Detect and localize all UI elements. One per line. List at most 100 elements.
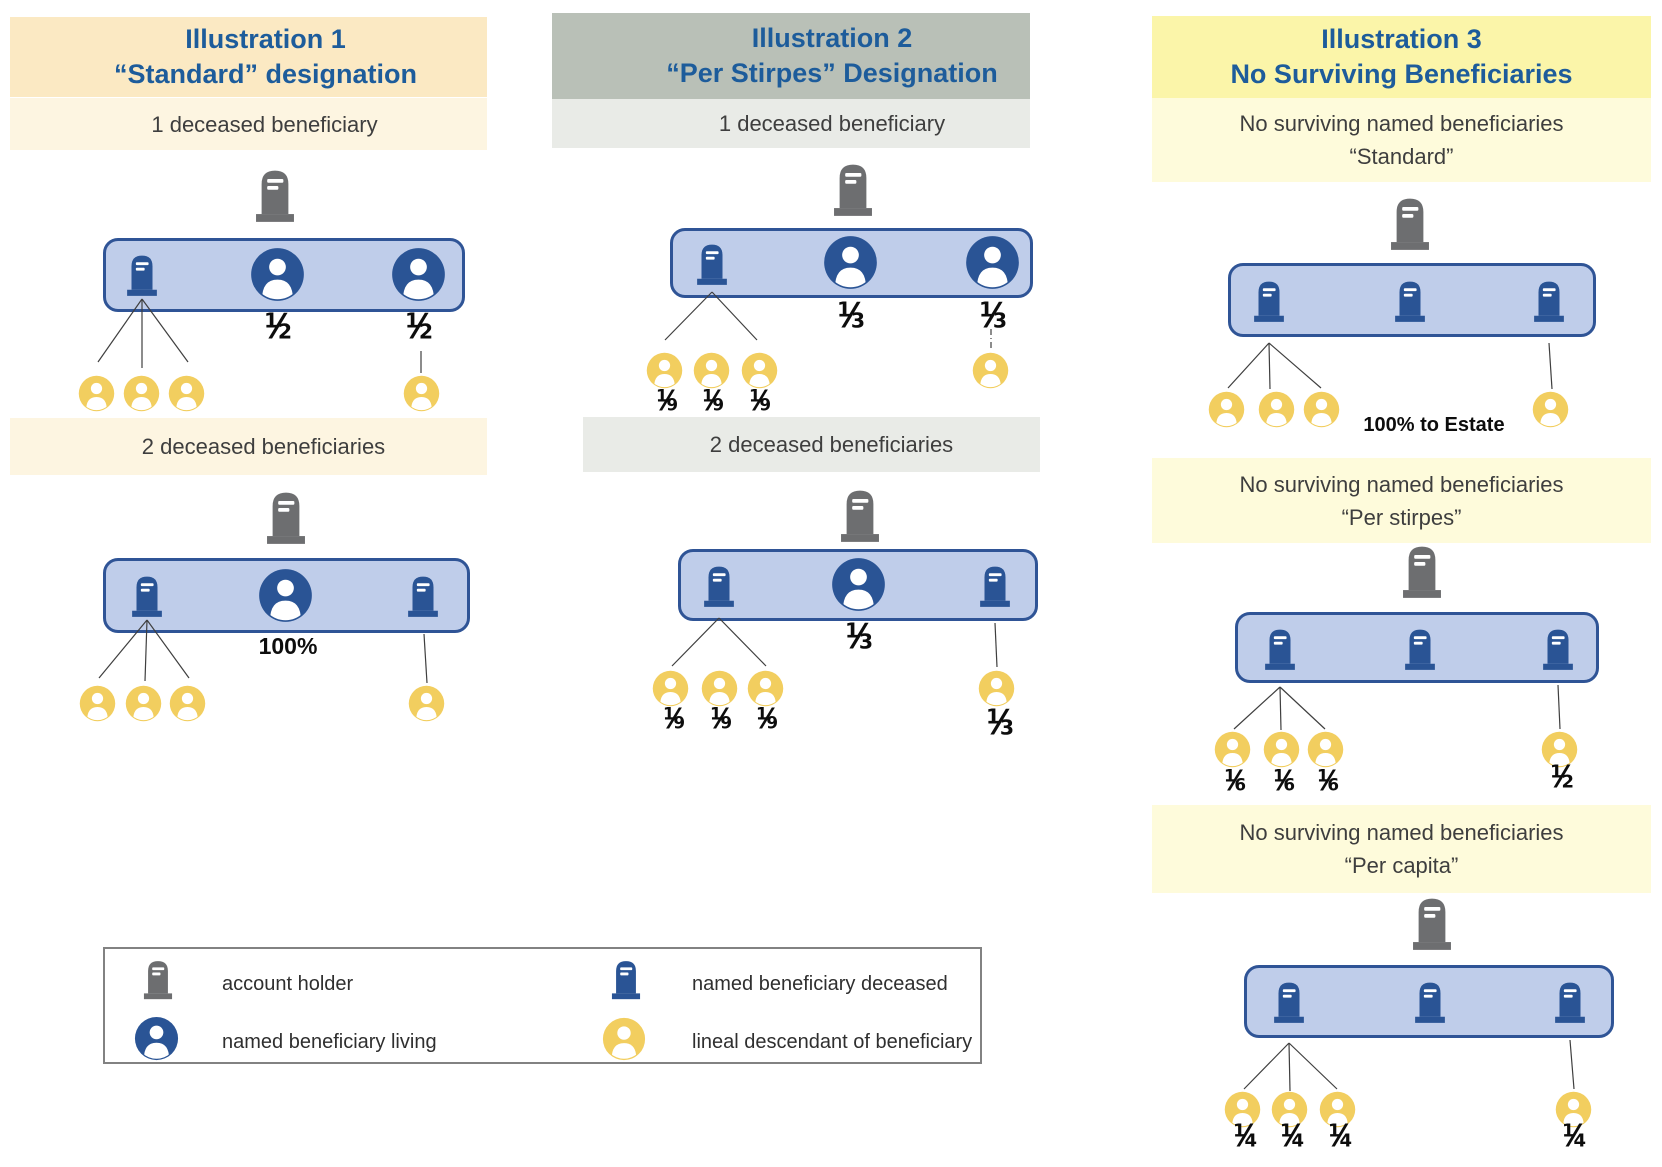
illustration1-title-line1: Illustration 1 bbox=[185, 24, 346, 54]
share-fraction: 1⁄6 bbox=[1223, 764, 1247, 797]
account-holder-icon bbox=[833, 485, 887, 543]
descendant-icon bbox=[1258, 391, 1295, 428]
share-fraction: 1⁄9 bbox=[701, 384, 725, 417]
deceased-beneficiary-icon bbox=[1259, 625, 1301, 671]
deceased-beneficiary-icon bbox=[691, 240, 733, 286]
band-label: “Per capita” bbox=[1344, 853, 1459, 878]
deceased-beneficiary-icon bbox=[1268, 978, 1310, 1024]
living-beneficiary-icon bbox=[391, 247, 446, 302]
descendant-icon bbox=[403, 375, 440, 412]
illustration3-title-line2: No Surviving Beneficiaries bbox=[1230, 59, 1573, 89]
share-fraction: 1⁄9 bbox=[655, 384, 679, 417]
illustration3-title-line1: Illustration 3 bbox=[1321, 24, 1482, 54]
band-label: No surviving named beneficiaries bbox=[1239, 820, 1564, 845]
illustration3-header: Illustration 3 No Surviving Beneficiarie… bbox=[1152, 16, 1651, 98]
illustration3-scenario1-band: No surviving named beneficiaries “Standa… bbox=[1152, 98, 1651, 182]
share-fraction: 1⁄3 bbox=[844, 617, 874, 657]
deceased-beneficiary-icon bbox=[974, 562, 1016, 608]
share-fraction: 1⁄2 bbox=[1549, 760, 1575, 795]
descendant-icon bbox=[1214, 731, 1251, 768]
band-label: No surviving named beneficiaries bbox=[1239, 471, 1564, 497]
share-fraction: 1⁄3 bbox=[836, 296, 866, 336]
illustration2-header: Illustration 2 “Per Stirpes” Designation bbox=[552, 13, 1030, 99]
band-label: “Per stirpes” bbox=[1341, 504, 1462, 530]
share-fraction: 1⁄4 bbox=[1561, 1119, 1587, 1154]
illustration1-scenario1-band: 1 deceased beneficiary bbox=[10, 98, 487, 150]
account-holder-icon bbox=[1383, 193, 1437, 251]
band-label: 2 deceased beneficiaries bbox=[141, 434, 386, 459]
band-label: 1 deceased beneficiary bbox=[151, 111, 378, 137]
account-holder-icon bbox=[1405, 893, 1459, 951]
share-fraction: 1⁄3 bbox=[985, 703, 1015, 743]
deceased-beneficiary-icon bbox=[126, 572, 168, 618]
living-beneficiary-icon bbox=[823, 235, 878, 290]
descendant-icon bbox=[1208, 391, 1245, 428]
legend-label-named-beneficiary-living: named beneficiary living bbox=[222, 1031, 437, 1053]
legend-label-named-beneficiary-deceased: named beneficiary deceased bbox=[692, 973, 948, 995]
descendant-icon bbox=[168, 375, 205, 412]
account-holder-icon bbox=[826, 159, 880, 217]
descendant-icon bbox=[1532, 391, 1569, 428]
descendant-icon bbox=[408, 685, 445, 722]
descendant-icon bbox=[1303, 391, 1340, 428]
share-fraction: 1⁄9 bbox=[748, 384, 772, 417]
account-holder-icon bbox=[138, 957, 178, 1000]
share-fraction: 1⁄6 bbox=[1316, 764, 1340, 797]
descendant-icon bbox=[1307, 731, 1344, 768]
descendant-icon bbox=[78, 375, 115, 412]
deceased-beneficiary-icon bbox=[402, 572, 444, 618]
deceased-beneficiary-icon bbox=[1537, 625, 1579, 671]
band-label: 1 deceased beneficiary bbox=[718, 111, 946, 136]
illustration1-title-line2: “Standard” designation bbox=[113, 59, 418, 89]
deceased-beneficiary-icon bbox=[698, 562, 740, 608]
descendant-icon bbox=[602, 1017, 646, 1061]
living-beneficiary-icon bbox=[965, 235, 1020, 290]
share-fraction: 1⁄2 bbox=[404, 307, 434, 347]
legend-box: account holder named beneficiary decease… bbox=[103, 947, 982, 1064]
estate-note: 100% to Estate bbox=[1363, 414, 1505, 436]
share-fraction: 1⁄6 bbox=[1272, 764, 1296, 797]
living-beneficiary-icon bbox=[258, 568, 313, 623]
descendant-icon bbox=[169, 685, 206, 722]
share-fraction: 1⁄9 bbox=[709, 702, 733, 735]
deceased-beneficiary-icon bbox=[121, 251, 163, 297]
share-fraction: 1⁄4 bbox=[1232, 1119, 1258, 1154]
deceased-beneficiary-icon bbox=[1409, 978, 1451, 1024]
illustration2-scenario2-band: 2 deceased beneficiaries bbox=[583, 417, 1040, 472]
descendant-icon bbox=[972, 352, 1009, 389]
deceased-beneficiary-icon bbox=[1389, 277, 1431, 323]
share-fraction: 1⁄9 bbox=[755, 702, 779, 735]
band-label: 2 deceased beneficiaries bbox=[709, 432, 954, 457]
account-holder-icon bbox=[1395, 541, 1449, 599]
deceased-beneficiary-icon bbox=[1528, 277, 1570, 323]
illustration3-scenario2-band: No surviving named beneficiaries “Per st… bbox=[1152, 458, 1651, 543]
share-fraction: 1⁄4 bbox=[1327, 1119, 1353, 1154]
illustration2-title-line2: “Per Stirpes” Designation bbox=[666, 58, 998, 88]
deceased-beneficiary-icon bbox=[606, 957, 646, 1000]
living-beneficiary-icon bbox=[134, 1016, 179, 1061]
descendant-icon bbox=[79, 685, 116, 722]
legend-label-lineal-descendant: lineal descendant of beneficiary bbox=[692, 1031, 973, 1053]
account-holder-icon bbox=[259, 487, 313, 545]
descendant-icon bbox=[125, 685, 162, 722]
deceased-beneficiary-icon bbox=[1399, 625, 1441, 671]
descendant-icon bbox=[123, 375, 160, 412]
descendant-icon bbox=[652, 670, 689, 707]
share-fraction: 1⁄9 bbox=[662, 702, 686, 735]
share-fraction: 1⁄3 bbox=[978, 296, 1008, 336]
legend-label-account-holder: account holder bbox=[222, 973, 354, 995]
illustration3-scenario3-band: No surviving named beneficiaries “Per ca… bbox=[1152, 805, 1651, 893]
account-holder-icon bbox=[248, 165, 302, 223]
living-beneficiary-icon bbox=[831, 557, 886, 612]
band-label: No surviving named beneficiaries bbox=[1239, 111, 1564, 136]
illustration1-header: Illustration 1 “Standard” designation bbox=[10, 17, 487, 97]
illustration2-title-line1: Illustration 2 bbox=[751, 23, 913, 53]
deceased-beneficiary-icon bbox=[1549, 978, 1591, 1024]
share-fraction: 1⁄4 bbox=[1279, 1119, 1305, 1154]
band-label: “Standard” bbox=[1349, 144, 1454, 169]
illustration2-scenario1-band: 1 deceased beneficiary bbox=[552, 99, 1030, 148]
descendant-icon bbox=[978, 670, 1015, 707]
descendant-icon bbox=[1263, 731, 1300, 768]
living-beneficiary-icon bbox=[250, 247, 305, 302]
